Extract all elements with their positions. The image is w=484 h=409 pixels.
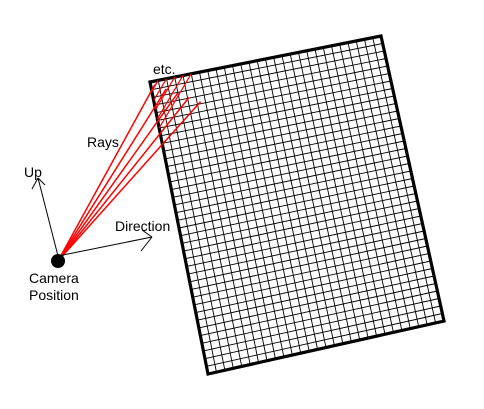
grid-row-line — [178, 178, 413, 229]
grid-row-line — [177, 170, 411, 221]
grid-row-line — [203, 298, 440, 352]
position-label: Position — [29, 287, 79, 303]
grid-row-line — [188, 223, 423, 275]
grid-row-line — [201, 290, 438, 344]
direction-vector-arrow — [57, 229, 153, 257]
screen-pixel-grid — [151, 37, 443, 373]
grid-row-line — [174, 155, 408, 206]
grid-row-line — [154, 58, 387, 106]
etc-label: etc. — [153, 61, 176, 77]
grid-row-line — [200, 283, 436, 337]
grid-row-line — [195, 260, 431, 313]
grid-row-line — [206, 313, 443, 367]
grid-row-line — [198, 275, 435, 329]
rays-group — [57, 73, 202, 262]
grid-row-line — [160, 88, 393, 137]
ray-line — [57, 88, 167, 262]
grid-row-line — [183, 200, 418, 252]
grid-row-line — [175, 163, 410, 214]
grid-row-line — [180, 185, 415, 237]
grid-row-line — [194, 253, 430, 306]
grid-row-line — [197, 268, 433, 321]
ray-pixel-hit — [153, 78, 168, 101]
grid-row-line — [204, 305, 441, 360]
up-vector-arrow — [31, 177, 59, 257]
ray-line — [57, 96, 190, 262]
grid-row-line — [166, 118, 400, 167]
grid-row-line — [162, 95, 395, 144]
grid-row-line — [189, 230, 425, 283]
grid-row-line — [159, 80, 392, 129]
screen-plane-frame — [148, 34, 446, 376]
direction-label: Direction — [115, 218, 170, 234]
grid-row-line — [186, 215, 421, 267]
grid-row-line — [168, 125, 401, 175]
ray-pixel-hit — [156, 75, 184, 120]
ray-pixel-hit — [158, 73, 192, 129]
grid-row-line — [191, 238, 426, 290]
grid-row-line — [169, 133, 403, 183]
grid-row-line — [152, 50, 385, 98]
ray-pixel-hit — [154, 76, 176, 110]
grid-row-line — [151, 43, 383, 91]
grid-row-line — [156, 65, 388, 114]
up-label: Up — [24, 164, 42, 180]
grid-row-line — [172, 148, 406, 198]
grid-row-line — [165, 110, 398, 160]
camera-label: Camera — [29, 270, 79, 286]
grid-row-line — [181, 193, 416, 244]
ray-line — [57, 92, 179, 262]
grid-row-line — [185, 208, 420, 260]
ray-line — [57, 84, 156, 262]
rays-label: Rays — [87, 134, 119, 150]
ray-line — [57, 101, 202, 262]
ray-pixel-hit — [151, 80, 159, 92]
grid-row-line — [157, 73, 390, 121]
grid-row-line — [163, 103, 397, 152]
camera-position-dot — [51, 254, 65, 268]
grid-row-line — [171, 140, 405, 191]
grid-row-line — [192, 245, 428, 298]
